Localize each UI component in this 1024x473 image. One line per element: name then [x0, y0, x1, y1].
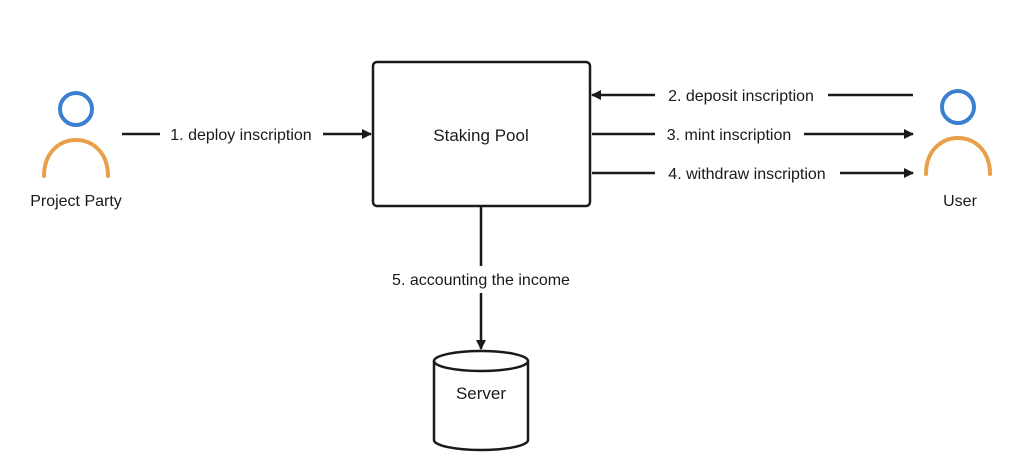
flow-mint: 3. mint inscription: [592, 127, 914, 144]
server-cylinder-body: [432, 361, 530, 452]
server-node: Server: [432, 349, 530, 452]
project-party-body-icon: [42, 138, 110, 178]
staking-pool-node: Staking Pool: [371, 60, 592, 208]
flow-deposit-label: 2. deposit inscription: [668, 88, 814, 105]
staking-pool-label: Staking Pool: [433, 126, 528, 145]
user-actor: User: [924, 89, 992, 210]
flow-withdraw-label: 4. withdraw inscription: [668, 166, 825, 183]
flow-deploy-label: 1. deploy inscription: [170, 127, 311, 144]
user-body-icon: [924, 136, 992, 176]
flow-accounting-label: 5. accounting the income: [392, 272, 570, 289]
server-cylinder-top: [432, 349, 530, 373]
server-label: Server: [456, 384, 506, 403]
user-label: User: [943, 193, 977, 210]
flow-withdraw: 4. withdraw inscription: [592, 166, 914, 183]
flow-accounting: 5. accounting the income: [392, 206, 570, 350]
flow-deposit: 2. deposit inscription: [591, 88, 913, 105]
flow-mint-label: 3. mint inscription: [667, 127, 792, 144]
project-party-head-icon: [58, 91, 94, 127]
flow-deploy: 1. deploy inscription: [122, 127, 372, 144]
user-head-icon: [940, 89, 976, 125]
project-party-actor: Project Party: [30, 91, 122, 210]
project-party-label: Project Party: [30, 193, 122, 210]
